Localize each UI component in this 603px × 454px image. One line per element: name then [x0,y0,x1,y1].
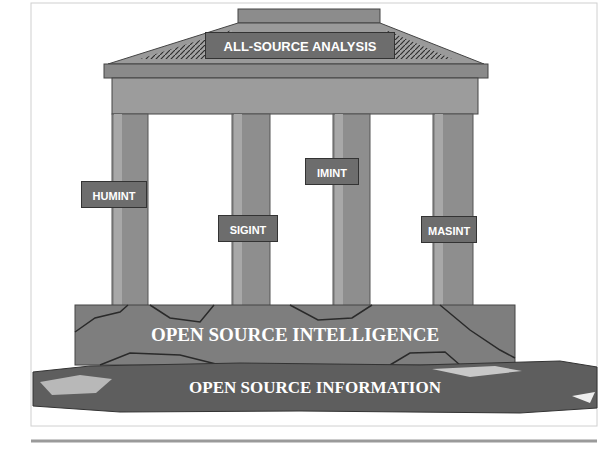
column-label: HUMINT [81,181,147,208]
column-label: MASINT [421,216,477,243]
band-text: OPEN SOURCE INTELLIGENCE [151,324,439,346]
cornice [104,64,488,78]
base-band: OPEN SOURCE INTELLIGENCE [75,305,515,365]
bottom-rule [31,440,597,443]
pediment-hatch [386,30,452,59]
cracks [75,305,515,365]
column-label: SIGINT [218,215,278,242]
ground-patch [40,375,112,395]
ground-band: OPEN SOURCE INFORMATION [33,365,597,411]
ground-patch [432,366,522,377]
pediment [108,23,484,64]
base-slab [75,305,515,365]
ground [33,361,597,413]
label-text: MASINT [428,225,470,238]
label-text: IMINT [317,167,347,180]
ground-patch [572,392,595,403]
analysis-label: ALL-SOURCE ANALYSIS [205,32,395,59]
roof-top [238,9,380,23]
label-text: ALL-SOURCE ANALYSIS [224,39,377,55]
architrave [112,78,478,114]
frame [31,3,597,426]
label-text: SIGINT [230,224,267,237]
column-label: IMINT [305,158,359,185]
band-text: OPEN SOURCE INFORMATION [189,378,441,398]
columns [112,114,473,306]
label-text: HUMINT [93,190,136,203]
